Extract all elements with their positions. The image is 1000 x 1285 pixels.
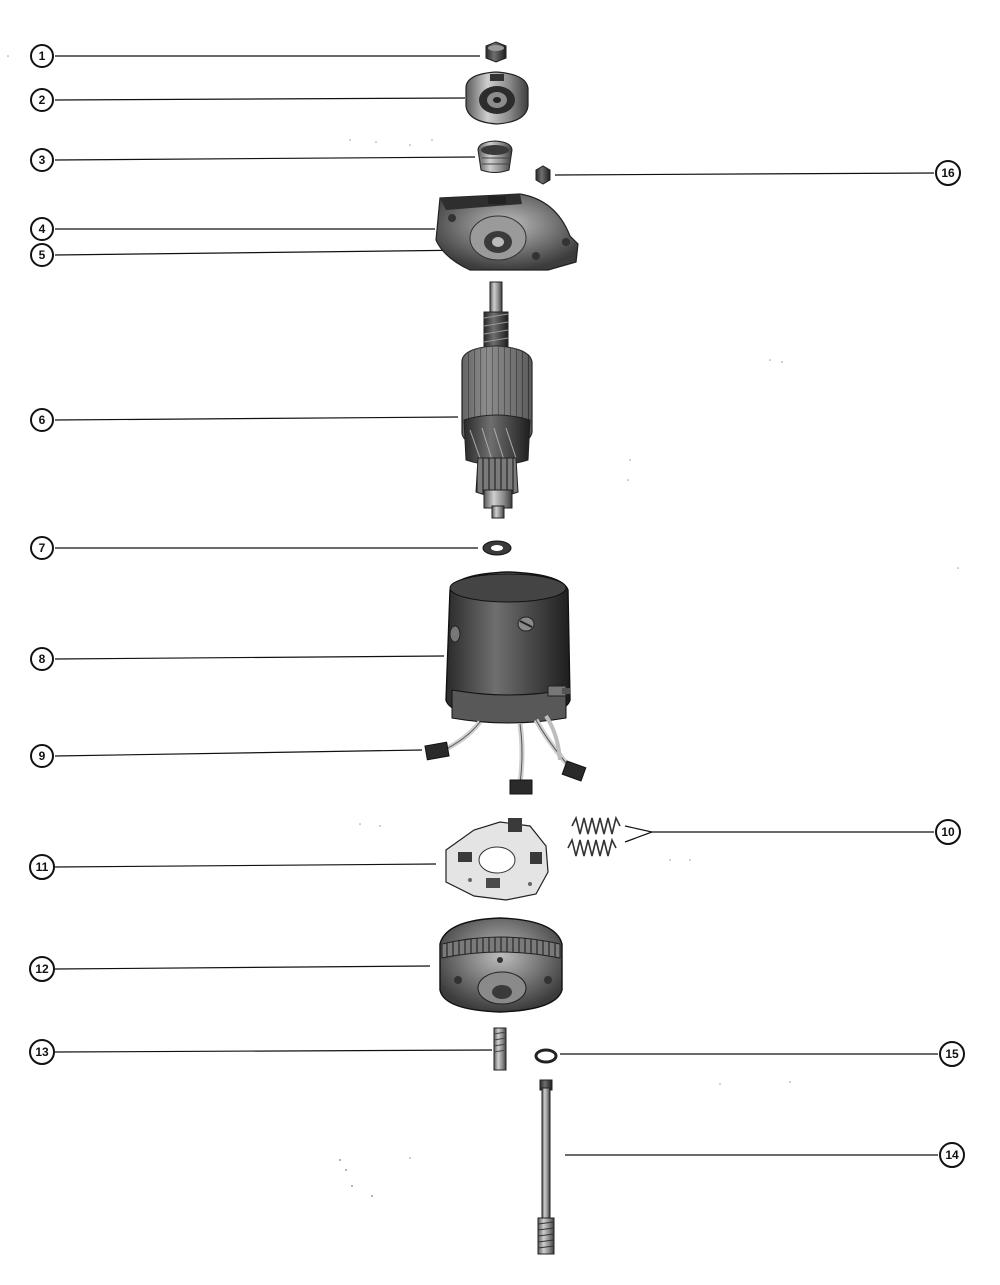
part-armature-6 [461, 281, 533, 519]
leader-line-3 [54, 156, 476, 161]
callout-label-5: 5 [39, 248, 46, 262]
callout-6: 6 [30, 408, 54, 432]
part-through-bolt-14 [537, 1079, 555, 1255]
callout-4: 4 [30, 217, 54, 241]
callout-3: 3 [30, 148, 54, 172]
callout-label-14: 14 [945, 1148, 959, 1162]
callout-label-1: 1 [39, 49, 46, 63]
part-bearing-cap-2 [465, 71, 529, 125]
callout-16: 16 [935, 160, 961, 186]
callout-label-11: 11 [36, 860, 49, 874]
part-brushes-leads-9 [424, 714, 587, 795]
callout-10: 10 [935, 819, 961, 845]
callout-11: 11 [29, 854, 55, 880]
callout-13: 13 [29, 1039, 55, 1065]
callout-label-16: 16 [941, 166, 955, 180]
leader-line-11 [54, 863, 437, 868]
part-lockwasher-15 [534, 1048, 558, 1064]
callout-2: 2 [30, 88, 54, 112]
callout-label-10: 10 [941, 825, 955, 839]
callout-label-2: 2 [39, 93, 46, 107]
callout-7: 7 [30, 536, 54, 560]
part-field-frame-8 [445, 571, 571, 724]
callout-15: 15 [939, 1041, 965, 1067]
callout-label-6: 6 [39, 413, 46, 427]
callout-12: 12 [29, 956, 55, 982]
callout-1: 1 [30, 44, 54, 68]
callout-9: 9 [30, 744, 54, 768]
part-washer-7 [482, 540, 512, 556]
scan-noise [7, 55, 959, 1197]
callout-5: 5 [30, 243, 54, 267]
callout-label-9: 9 [39, 749, 46, 763]
part-nut-16 [535, 165, 551, 185]
leader-line-6 [54, 416, 459, 421]
callout-label-7: 7 [39, 541, 46, 555]
callout-label-4: 4 [39, 222, 46, 236]
leader-line-8 [54, 655, 445, 660]
leader-line-12 [54, 965, 431, 970]
leader-line-9 [54, 749, 423, 757]
callout-label-12: 12 [35, 962, 49, 976]
part-drive-end-head-12 [439, 917, 563, 1013]
leader-line-10-split [624, 825, 655, 843]
part-commutator-end-head-4 [435, 193, 579, 271]
leader-line-2 [54, 97, 466, 101]
part-stud-13 [493, 1027, 507, 1071]
callout-8: 8 [30, 647, 54, 671]
part-bushing-3 [477, 140, 513, 173]
leader-line-5 [54, 249, 476, 256]
callout-label-3: 3 [39, 153, 46, 167]
callout-label-8: 8 [39, 652, 46, 666]
leader-line-13 [54, 1049, 493, 1053]
part-brush-springs-10 [567, 815, 621, 857]
leader-lines [54, 55, 938, 1156]
part-nut-1 [485, 41, 507, 63]
callout-label-15: 15 [945, 1047, 959, 1061]
part-brush-plate-11 [445, 818, 549, 901]
leader-line-16 [554, 172, 935, 176]
callout-14: 14 [939, 1142, 965, 1168]
callout-label-13: 13 [35, 1045, 49, 1059]
